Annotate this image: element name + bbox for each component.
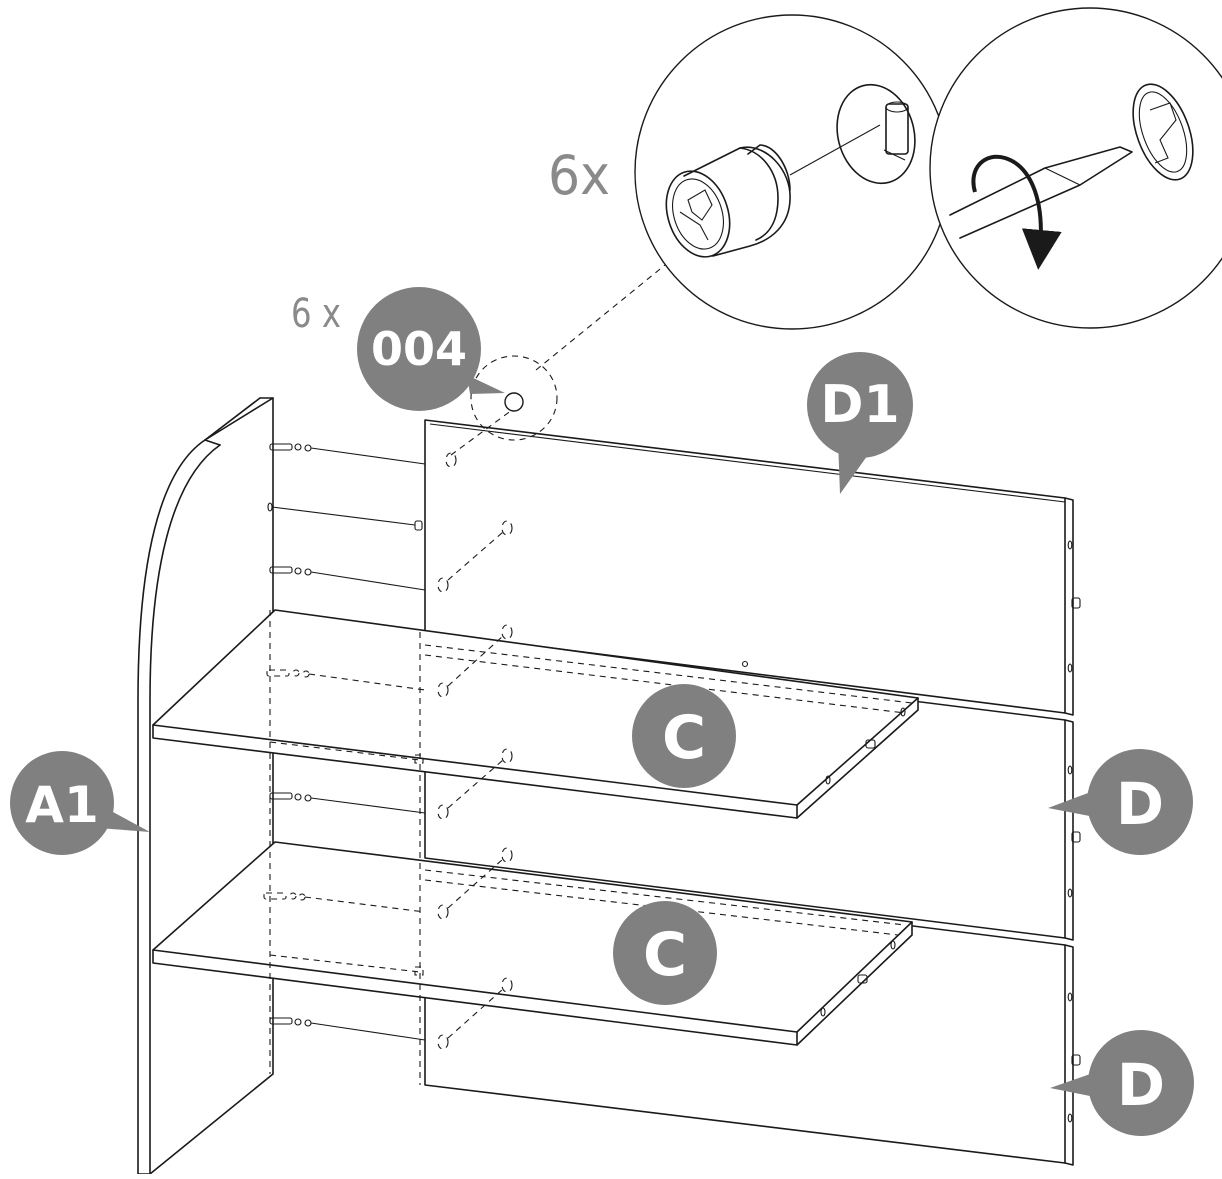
cam-head-detail [1132,83,1194,181]
hardware-badge-004: 004 [357,287,505,411]
badge-c-lower: C [613,901,717,1005]
cam-bolt-2 [269,566,426,591]
label-d1: D1 [820,375,899,435]
label-c-upper: C [662,703,706,773]
detail-circle-cam-insert [634,14,950,330]
detail-circle-tightening [929,7,1222,329]
cam-bolt-4 [269,792,426,814]
badge-d-lower: D [1050,1030,1194,1136]
cam-lock-callout [450,264,666,456]
badge-c-upper: C [632,684,736,788]
label-d-lower: D [1117,1051,1165,1119]
cam-bolt-6 [269,1017,426,1041]
cam-lock-icon [665,124,881,258]
label-d-middle: D [1116,770,1164,838]
badge-a1: A1 [10,751,150,855]
hidden-edges [269,610,424,1085]
shelf-c-upper [152,609,919,820]
label-c-lower: C [643,920,687,990]
cam-hole-detail [836,83,916,185]
badge-d1: D1 [807,352,913,494]
dowel-1 [267,502,423,531]
cam-bolt-3-hidden [266,669,426,691]
hardware-count-text: 6 x [291,291,341,337]
cam-bolt-5-hidden [263,892,426,913]
rotate-clockwise-arrow-icon [971,154,1062,270]
detail-count-text: 6x [548,144,610,207]
label-a1: A1 [25,776,99,834]
badge-d-middle: D [1048,749,1193,855]
shelf-c-lower [152,841,913,1050]
hardware-code-label: 004 [371,322,467,376]
cam-bolt-1 [269,443,426,465]
side-panel-a1 [137,397,274,1175]
dowels-and-bolts [263,443,426,1041]
